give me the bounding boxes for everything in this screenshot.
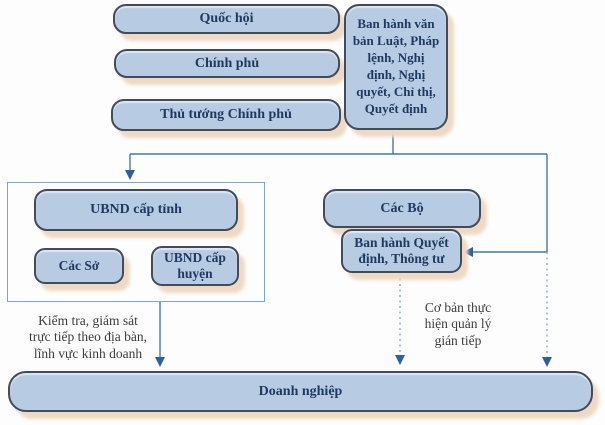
node-cac-so: Các Sở: [34, 248, 124, 284]
node-doanh-nghiep: Doanh nghiệp: [8, 371, 593, 412]
node-ubnd-cap-huyen: UBND cấp huyện: [151, 246, 239, 286]
node-quoc-hoi: Quốc hội: [113, 4, 340, 34]
node-ban-hanh-quyet-dinh: Ban hành Quyết định, Thông tư: [341, 229, 462, 273]
annotation-direct-supervision: Kiểm tra, giám sát trực tiếp theo địa bà…: [29, 313, 147, 361]
node-chinh-phu: Chính phủ: [114, 49, 340, 78]
provincial-group-frame: [7, 182, 265, 302]
node-cac-bo: Các Bộ: [323, 189, 481, 228]
annotation-indirect-management: Cơ bản thực hiện quản lý gián tiếp: [424, 300, 492, 348]
node-ubnd-cap-tinh: UBND cấp tỉnh: [34, 189, 238, 231]
node-thu-tuong-chinh-phu: Thủ tướng Chính phủ: [111, 99, 341, 131]
node-ban-hanh-van-ban: Ban hành văn bản Luật, Pháp lệnh, Nghị đ…: [344, 4, 448, 130]
